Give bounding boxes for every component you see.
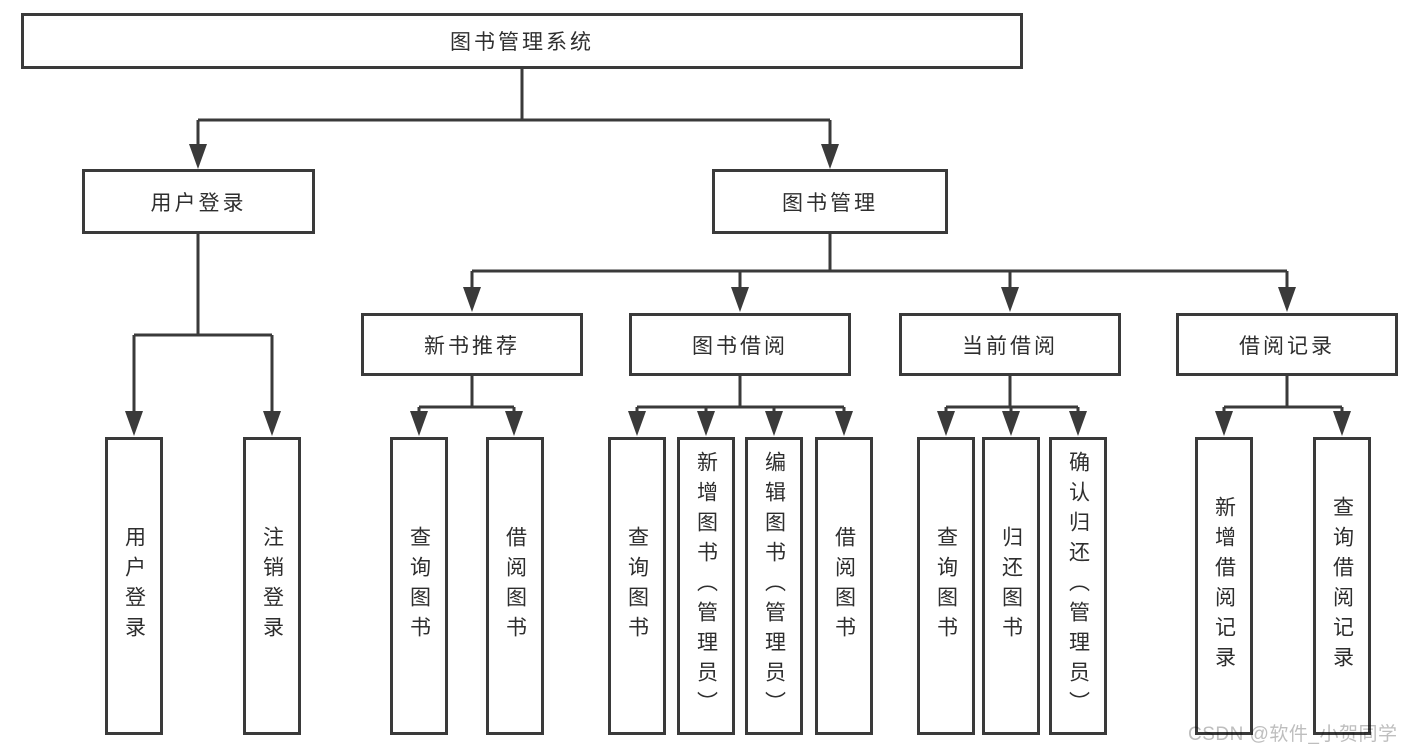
arrowhead-icons [125, 144, 1351, 436]
leaf-confirm-return-admin-label: 确认归还（管理员） [1066, 451, 1090, 721]
group-book-borrow-label: 图书借阅 [692, 334, 788, 358]
group-book-borrow-node: 图书借阅 [629, 313, 851, 376]
branch-book-management-node: 图书管理 [712, 169, 948, 234]
leaf-confirm-return-admin-node: 确认归还（管理员） [1049, 437, 1107, 735]
leaf-add-borrow-record-node: 新增借阅记录 [1195, 437, 1253, 735]
leaf-return-book-label: 归还图书 [999, 526, 1023, 646]
leaf-borrow-book-1-label: 借阅图书 [503, 526, 527, 646]
leaf-query-book-1-label: 查询图书 [407, 526, 431, 646]
root-node-label: 图书管理系统 [450, 31, 594, 54]
branch-user-login-node: 用户登录 [82, 169, 315, 234]
branch-book-management-label: 图书管理 [782, 191, 878, 215]
leaf-query-book-2-node: 查询图书 [608, 437, 666, 735]
group-new-book-recommend-label: 新书推荐 [424, 334, 520, 358]
leaf-logout-node: 注销登录 [243, 437, 301, 735]
leaf-query-book-1-node: 查询图书 [390, 437, 448, 735]
connector-lines [132, 68, 1344, 415]
leaf-query-book-2-label: 查询图书 [625, 526, 649, 646]
leaf-query-book-3-node: 查询图书 [917, 437, 975, 735]
root-node-library-system: 图书管理系统 [21, 13, 1023, 69]
csdn-watermark: CSDN @软件_小贺同学 [1188, 724, 1398, 745]
leaf-edit-book-admin-label: 编辑图书（管理员） [762, 451, 786, 721]
group-new-book-recommend-node: 新书推荐 [361, 313, 583, 376]
leaf-borrow-book-1-node: 借阅图书 [486, 437, 544, 735]
group-borrow-record-node: 借阅记录 [1176, 313, 1398, 376]
leaf-return-book-node: 归还图书 [982, 437, 1040, 735]
group-current-borrow-label: 当前借阅 [962, 334, 1058, 358]
leaf-add-book-admin-label: 新增图书（管理员） [694, 451, 718, 721]
leaf-user-login-label: 用户登录 [122, 526, 146, 646]
leaf-borrow-book-2-label: 借阅图书 [832, 526, 856, 646]
group-current-borrow-node: 当前借阅 [899, 313, 1121, 376]
leaf-query-borrow-record-label: 查询借阅记录 [1330, 496, 1354, 676]
leaf-borrow-book-2-node: 借阅图书 [815, 437, 873, 735]
leaf-logout-label: 注销登录 [260, 526, 284, 646]
leaf-user-login-node: 用户登录 [105, 437, 163, 735]
leaf-query-book-3-label: 查询图书 [934, 526, 958, 646]
leaf-add-borrow-record-label: 新增借阅记录 [1212, 496, 1236, 676]
group-borrow-record-label: 借阅记录 [1239, 334, 1335, 358]
leaf-query-borrow-record-node: 查询借阅记录 [1313, 437, 1371, 735]
leaf-add-book-admin-node: 新增图书（管理员） [677, 437, 735, 735]
leaf-edit-book-admin-node: 编辑图书（管理员） [745, 437, 803, 735]
branch-user-login-label: 用户登录 [150, 191, 247, 215]
